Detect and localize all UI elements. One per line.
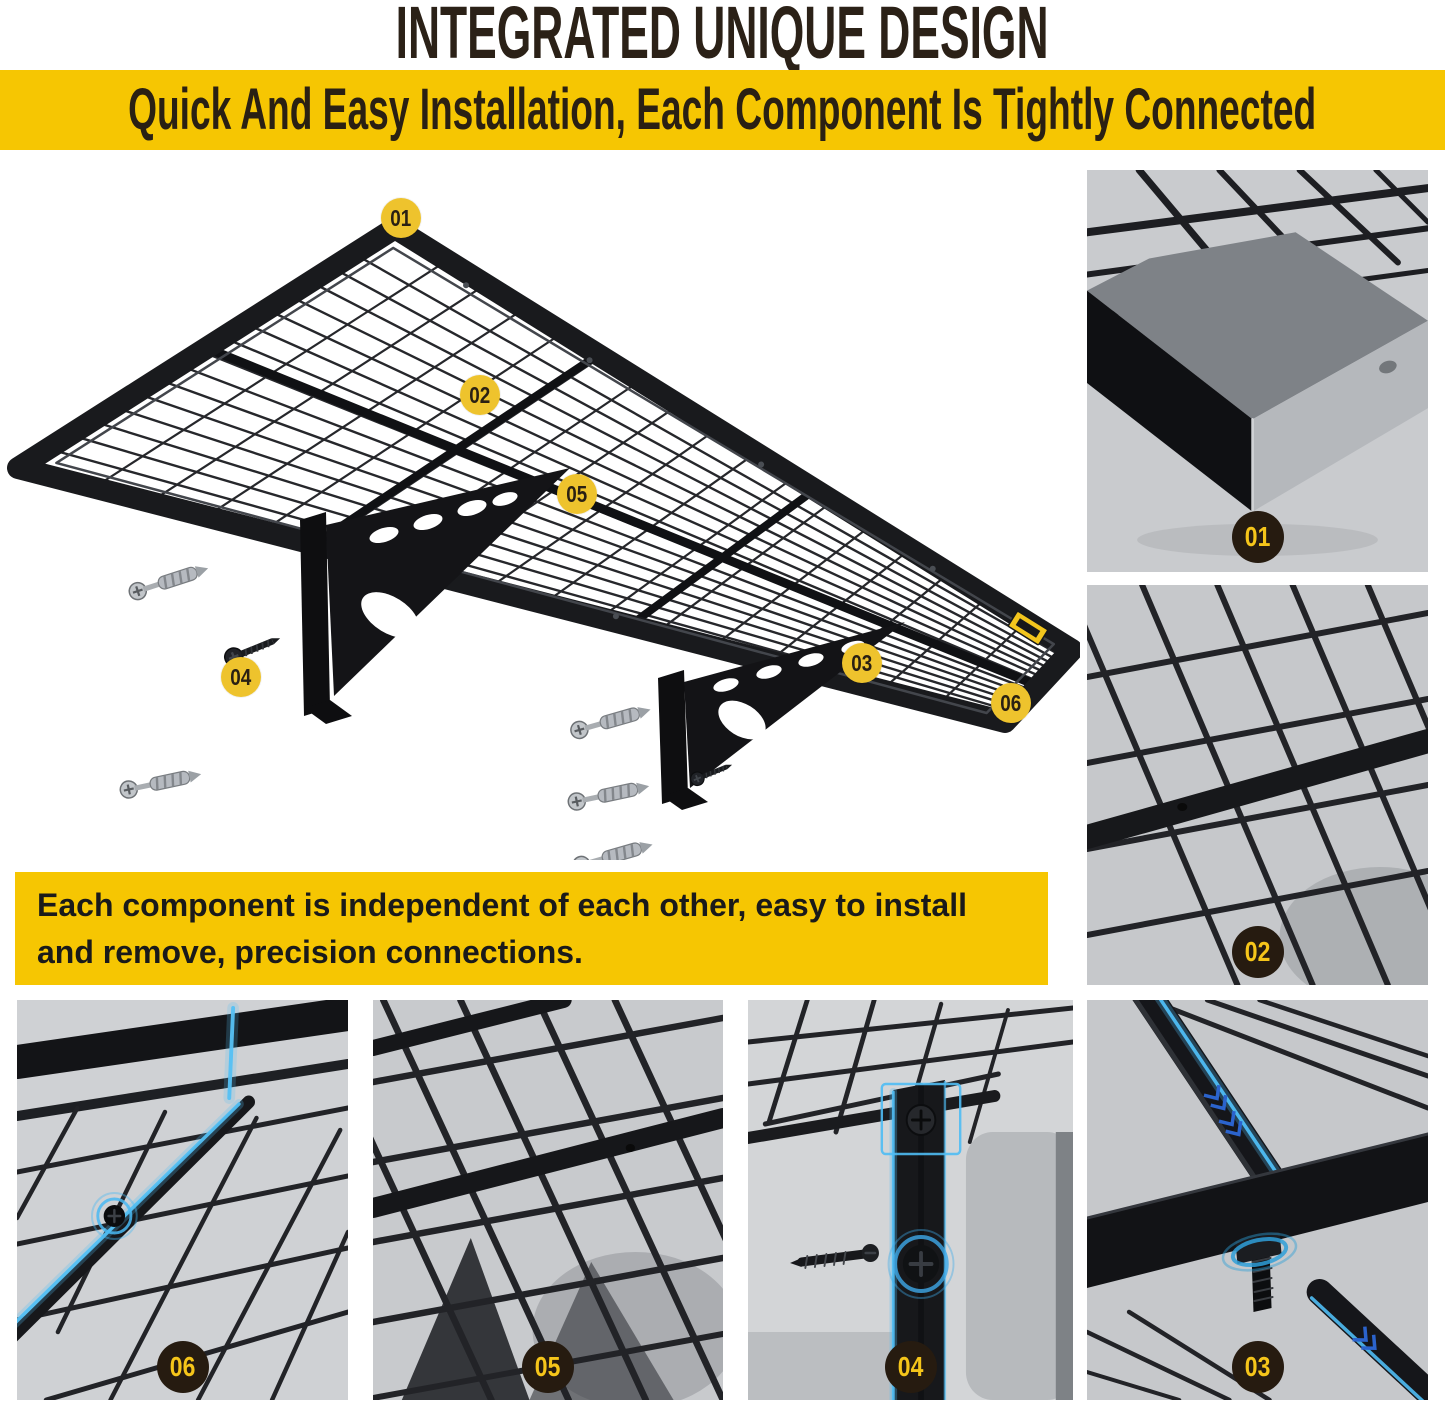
callout-04: 04 [221, 657, 261, 697]
page-title-wrap: INTEGRATED UNIQUE DESIGN [0, 0, 1445, 70]
info-text: Each component is independent of each ot… [37, 887, 967, 970]
bolt-joint-photo [1087, 1000, 1428, 1400]
mounting-screws [220, 628, 736, 789]
callout-06: 06 [991, 683, 1031, 723]
detail-card-mesh-weld [1087, 585, 1428, 985]
callout-01: 01 [381, 198, 421, 238]
detail-badge-01: 01 [1232, 511, 1284, 563]
headline-banner-text: Quick And Easy Installation, Each Compon… [128, 77, 1317, 142]
page-title: INTEGRATED UNIQUE DESIGN [396, 0, 1049, 74]
product-illustration [7, 217, 1080, 860]
mesh-weld-photo [1087, 585, 1428, 985]
callout-02: 02 [460, 375, 500, 415]
headline-banner: Quick And Easy Installation, Each Compon… [0, 70, 1445, 150]
detail-card-bolt-joint [1087, 1000, 1428, 1400]
detail-badge-06: 06 [157, 1341, 209, 1393]
frame-corner-photo [1087, 170, 1428, 572]
bracket-left [300, 468, 570, 724]
mesh-bracket-photo [373, 1000, 723, 1400]
callout-05: 05 [557, 474, 597, 514]
underside-screw-photo [17, 1000, 348, 1400]
main-product-figure [0, 160, 1080, 860]
detail-card-underside-screw [17, 1000, 348, 1400]
brand-label-icon [1007, 610, 1049, 646]
bracket-screw-photo [748, 1000, 1073, 1400]
detail-badge-03: 03 [1232, 1341, 1284, 1393]
detail-card-mesh-bracket [373, 1000, 723, 1400]
info-box: Each component is independent of each ot… [15, 872, 1048, 985]
detail-card-bracket-screw [748, 1000, 1073, 1400]
callout-03: 03 [842, 643, 882, 683]
detail-badge-02: 02 [1232, 926, 1284, 978]
detail-badge-04: 04 [885, 1341, 937, 1393]
detail-card-frame-corner [1087, 170, 1428, 572]
detail-badge-05: 05 [522, 1341, 574, 1393]
